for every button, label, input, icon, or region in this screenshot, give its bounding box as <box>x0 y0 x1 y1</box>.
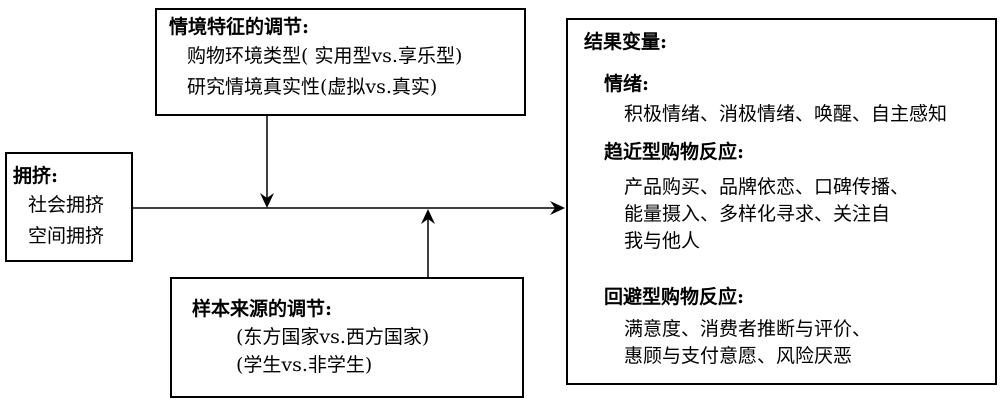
sample-moderator-title: 样本来源的调节: <box>192 298 333 320</box>
sample-moderator-box: 样本来源的调节: (东方国家vs.西方国家) (学生vs.非学生) <box>170 277 524 398</box>
crowding-item: 社会拥挤 <box>28 194 105 216</box>
crowding-box: 拥挤: 社会拥挤 空间拥挤 <box>5 152 133 262</box>
outcome-emotion-body: 积极情绪、消极情绪、唤醒、自主感知 <box>624 103 948 125</box>
arrow-situational-moderator-head <box>260 193 274 208</box>
outcome-section-avoidance: 回避型购物反应: 满意度、消费者推断与评价、 惠顾与支付意愿、风险厌恶 <box>604 283 989 370</box>
arrow-crowding-to-outcomes-head <box>550 201 565 215</box>
crowding-item: 空间拥挤 <box>28 225 105 247</box>
arrow-sample-moderator-head <box>421 209 435 224</box>
outcome-approach-body: 产品购买、品牌依恋、口碑传播、 能量摄入、多样化寻求、关注自 我与他人 <box>624 176 910 252</box>
outcome-emotion-heading: 情绪: <box>604 73 650 95</box>
outcome-avoidance-body: 满意度、消费者推断与评价、 惠顾与支付意愿、风险厌恶 <box>624 318 872 367</box>
outcome-variables-title: 结果变量: <box>584 31 668 53</box>
sample-moderator-item: (学生vs.非学生) <box>236 354 373 376</box>
situational-moderator-item: 研究情境真实性(虚拟vs.真实) <box>187 76 438 98</box>
outcome-section-emotion: 情绪: 积极情绪、消极情绪、唤醒、自主感知 <box>604 70 989 128</box>
situational-moderator-box: 情境特征的调节: 购物环境类型( 实用型vs.享乐型) 研究情境真实性(虚拟vs… <box>155 8 526 116</box>
outcome-avoidance-heading: 回避型购物反应: <box>604 286 745 308</box>
outcome-variables-box: 结果变量: 情绪: 积极情绪、消极情绪、唤醒、自主感知 趋近型购物反应: 产品购… <box>566 18 997 385</box>
outcome-approach-heading: 趋近型购物反应: <box>604 141 745 163</box>
crowding-title: 拥挤: <box>13 165 59 187</box>
situational-moderator-item: 购物环境类型( 实用型vs.享乐型) <box>187 45 463 67</box>
outcome-section-approach: 趋近型购物反应: 产品购买、品牌依恋、口碑传播、 能量摄入、多样化寻求、关注自 … <box>604 138 989 255</box>
situational-moderator-title: 情境特征的调节: <box>169 16 310 38</box>
sample-moderator-item: (东方国家vs.西方国家) <box>236 326 430 348</box>
